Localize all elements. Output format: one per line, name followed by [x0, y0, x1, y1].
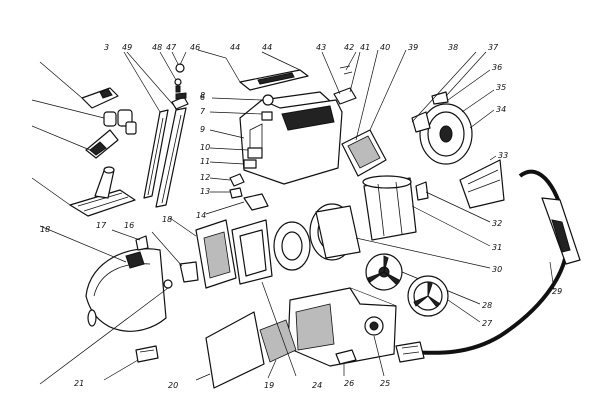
seal-ring-part: [407, 275, 481, 323]
label-18a: 18: [40, 225, 50, 234]
label-34: 34: [496, 105, 506, 114]
gasket-frame-part: [231, 219, 297, 377]
wheel-part: [335, 349, 357, 376]
label-9: 9: [200, 125, 205, 134]
cover-small-parts: [205, 147, 269, 215]
label-44a: 44: [230, 43, 240, 52]
label-10: 10: [200, 143, 210, 152]
rear-housing-part: [411, 51, 495, 165]
label-12: 12: [200, 173, 210, 182]
label-20: 20: [168, 381, 178, 390]
label-39: 39: [408, 43, 418, 52]
motor-clip-part: [415, 181, 491, 223]
label-8: 8: [200, 91, 205, 100]
label-25: 25: [380, 379, 390, 388]
label-31: 31: [492, 243, 502, 252]
hose-part: [395, 169, 581, 363]
crevice-brush-part: [39, 61, 119, 109]
label-40: 40: [380, 43, 390, 52]
label-41: 41: [360, 43, 370, 52]
label-33: 33: [498, 151, 508, 160]
label-44b: 44: [262, 43, 272, 52]
top-cover-part: [209, 91, 343, 185]
latch-parts: [39, 229, 199, 385]
label-29: 29: [552, 287, 562, 296]
exhaust-grille-part: [459, 155, 505, 209]
label-6: 6: [200, 93, 205, 102]
label-42: 42: [344, 43, 354, 52]
label-28: 28: [482, 301, 492, 310]
label-38: 38: [448, 43, 458, 52]
filter-cylinder-part: [273, 203, 491, 271]
label-17: 17: [96, 221, 107, 230]
upholstery-tool-part: [31, 125, 119, 159]
bag-part: [195, 311, 265, 389]
dusting-brush-part: [31, 99, 137, 135]
hose-clip-part: [103, 345, 159, 381]
label-37: 37: [488, 43, 499, 52]
label-35: 35: [496, 83, 506, 92]
label-21: 21: [74, 379, 84, 388]
floor-nozzle-part: [31, 166, 136, 217]
filter-cover-part: [341, 49, 407, 177]
filter-frame-part: [169, 217, 237, 289]
label-13: 13: [200, 187, 210, 196]
label-27: 27: [482, 319, 493, 328]
extension-tube-part: [143, 107, 187, 208]
dust-container-part: [39, 225, 167, 332]
fan-wheel-part: [365, 253, 481, 305]
cyclone-drum-part: [362, 175, 491, 247]
label-30: 30: [492, 265, 502, 274]
label-7: 7: [200, 107, 206, 116]
release-button-part: [321, 51, 361, 105]
label-19: 19: [264, 381, 274, 390]
label-16: 16: [124, 221, 134, 230]
label-46: 46: [190, 43, 200, 52]
label-48: 48: [152, 43, 162, 52]
label-43: 43: [316, 43, 326, 52]
label-11: 11: [200, 157, 210, 166]
label-3: 3: [104, 43, 109, 52]
label-24: 24: [312, 381, 322, 390]
label-18b: 18: [162, 215, 172, 224]
label-32: 32: [492, 219, 502, 228]
small-fasteners-part: [123, 51, 189, 113]
label-47: 47: [166, 43, 177, 52]
carry-handle-part: [197, 49, 309, 91]
label-26: 26: [344, 379, 354, 388]
label-14: 14: [196, 211, 206, 220]
label-36: 36: [492, 63, 502, 72]
label-49: 49: [122, 43, 132, 52]
